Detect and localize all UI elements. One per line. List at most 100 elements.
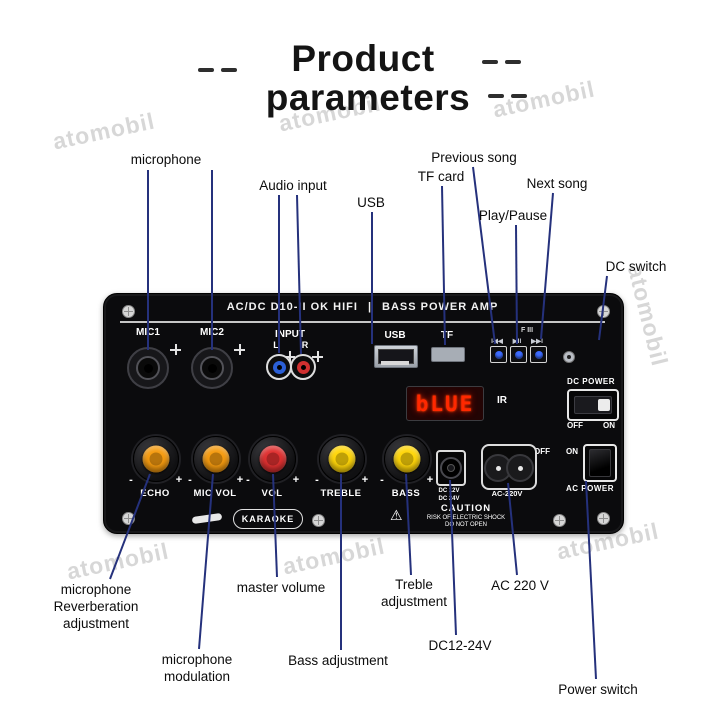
label-tf-card: TF card — [417, 169, 465, 184]
mic1-jack — [127, 347, 169, 389]
dc-power-switch — [567, 389, 619, 421]
screw-icon — [553, 514, 566, 527]
led-display: bLUE — [406, 386, 484, 421]
label-previous-song: Previous song — [431, 150, 517, 165]
label-microphone: microphone — [130, 152, 202, 167]
page-title-line2: parameters — [265, 77, 471, 118]
dc-jack-label2: DC 24V — [438, 496, 460, 502]
next-icon: ▶▶I — [531, 338, 543, 345]
karaoke-badge: KARAOKE — [233, 509, 303, 529]
knob-vol — [250, 436, 296, 482]
plus-sign: + — [175, 474, 183, 486]
knob-treble — [319, 436, 365, 482]
ac-power-switch — [583, 444, 617, 482]
knob-mic-vol-label: MIC VOL — [193, 488, 237, 499]
knob-bass-label: BASS — [391, 488, 421, 499]
minus-sign: - — [380, 474, 384, 486]
board-header-right: BASS POWER AMP — [382, 301, 499, 313]
minus-sign: - — [129, 474, 133, 486]
dash-decoration — [198, 68, 237, 72]
watermark: atomobil — [50, 107, 158, 155]
caution-line1: RISK OF ELECTRIC SHOCK — [426, 514, 506, 521]
knob-echo-label: ECHO — [140, 488, 170, 499]
mic1-label: MIC1 — [136, 327, 160, 338]
label-master-volume: master volume — [236, 580, 326, 595]
label-dc12-24v: DC12-24V — [428, 638, 492, 653]
input-r-label: R — [301, 340, 309, 350]
usb-label: USB — [384, 330, 406, 341]
play-pause-button — [510, 346, 527, 363]
amplifier-board — [103, 293, 624, 534]
input-label: INPUT — [275, 329, 305, 340]
watermark: atomobil — [280, 532, 388, 580]
dash-decoration — [488, 94, 527, 98]
knob-echo-cap — [142, 445, 170, 473]
label-power-switch: Power switch — [558, 682, 638, 697]
plus-sign: + — [236, 474, 244, 486]
rca-left-jack — [266, 354, 292, 380]
ac-off-label: OFF — [534, 447, 550, 456]
screw-icon — [597, 512, 610, 525]
ac-on-label: ON — [566, 447, 578, 456]
knob-vol-cap — [259, 445, 287, 473]
minus-sign: - — [246, 474, 250, 486]
function-label: F III — [520, 327, 534, 334]
label-ac-220v: AC 220 V — [491, 578, 549, 593]
previous-icon: I◀◀ — [491, 338, 503, 345]
rca-right-jack — [290, 354, 316, 380]
screw-icon — [597, 305, 610, 318]
caution-title: CAUTION — [440, 503, 492, 514]
board-header-separator: | — [367, 301, 373, 313]
input-l-label: L — [273, 340, 279, 350]
label-mic-modulation: microphone modulation — [161, 652, 233, 684]
play-pause-icon: ▶II — [512, 338, 522, 345]
ir-label: IR — [497, 395, 507, 406]
label-next-song: Next song — [526, 176, 588, 191]
dc-jack-label1: DC 12V — [438, 488, 460, 494]
dc-input-jack — [436, 450, 466, 486]
screw-icon — [312, 514, 325, 527]
dc-power-label: DC POWER — [567, 377, 615, 386]
next-button — [530, 346, 547, 363]
dc-offon-labels: OFF ON — [567, 421, 615, 430]
knob-bass — [384, 436, 430, 482]
watermark: atomobil — [490, 75, 598, 123]
board-header: AC/DC D10-II OK HIFI | BASS POWER AMP — [103, 301, 622, 313]
label-dc-switch: DC switch — [605, 259, 667, 274]
label-treble-adjustment: Treble adjustment — [380, 577, 448, 609]
screw-icon — [122, 305, 135, 318]
knob-vol-label: VOL — [261, 488, 283, 499]
knob-mic-vol-cap — [202, 445, 230, 473]
plus-sign: + — [426, 474, 434, 486]
cross-screw-icon — [284, 351, 295, 362]
mic2-label: MIC2 — [200, 327, 224, 338]
plus-sign: + — [292, 474, 300, 486]
board-header-rule — [120, 321, 605, 323]
dash-decoration — [482, 60, 521, 64]
label-play-pause: Play/Pause — [478, 208, 548, 223]
caution-line2: DO NOT OPEN — [445, 521, 487, 528]
label-usb: USB — [357, 195, 385, 210]
label-audio-input: Audio input — [259, 178, 327, 193]
plus-sign: + — [361, 474, 369, 486]
ac-offon-labels: OFF ON — [534, 447, 578, 456]
dc-on-label: ON — [603, 421, 615, 430]
tf-label: TF — [440, 330, 454, 341]
tf-card-slot — [431, 347, 465, 362]
watermark: atomobil — [64, 537, 172, 585]
cross-screw-icon — [170, 344, 181, 355]
board-header-left: AC/DC D10-II OK HIFI — [226, 301, 358, 313]
knob-echo — [133, 436, 179, 482]
ac-socket-hole — [506, 454, 534, 482]
knob-bass-cap — [393, 445, 421, 473]
cross-screw-icon — [312, 351, 323, 362]
ac-power-label: AC POWER — [566, 484, 614, 493]
label-bass-adjustment: Bass adjustment — [288, 653, 388, 668]
label-mic-reverb: microphone Reverberation adjustment — [53, 582, 139, 631]
knob-mic-vol — [193, 436, 239, 482]
mic2-jack — [191, 347, 233, 389]
warning-icon: ⚠ — [390, 507, 403, 523]
dc-off-label: OFF — [567, 421, 583, 430]
usb-port — [374, 345, 418, 368]
